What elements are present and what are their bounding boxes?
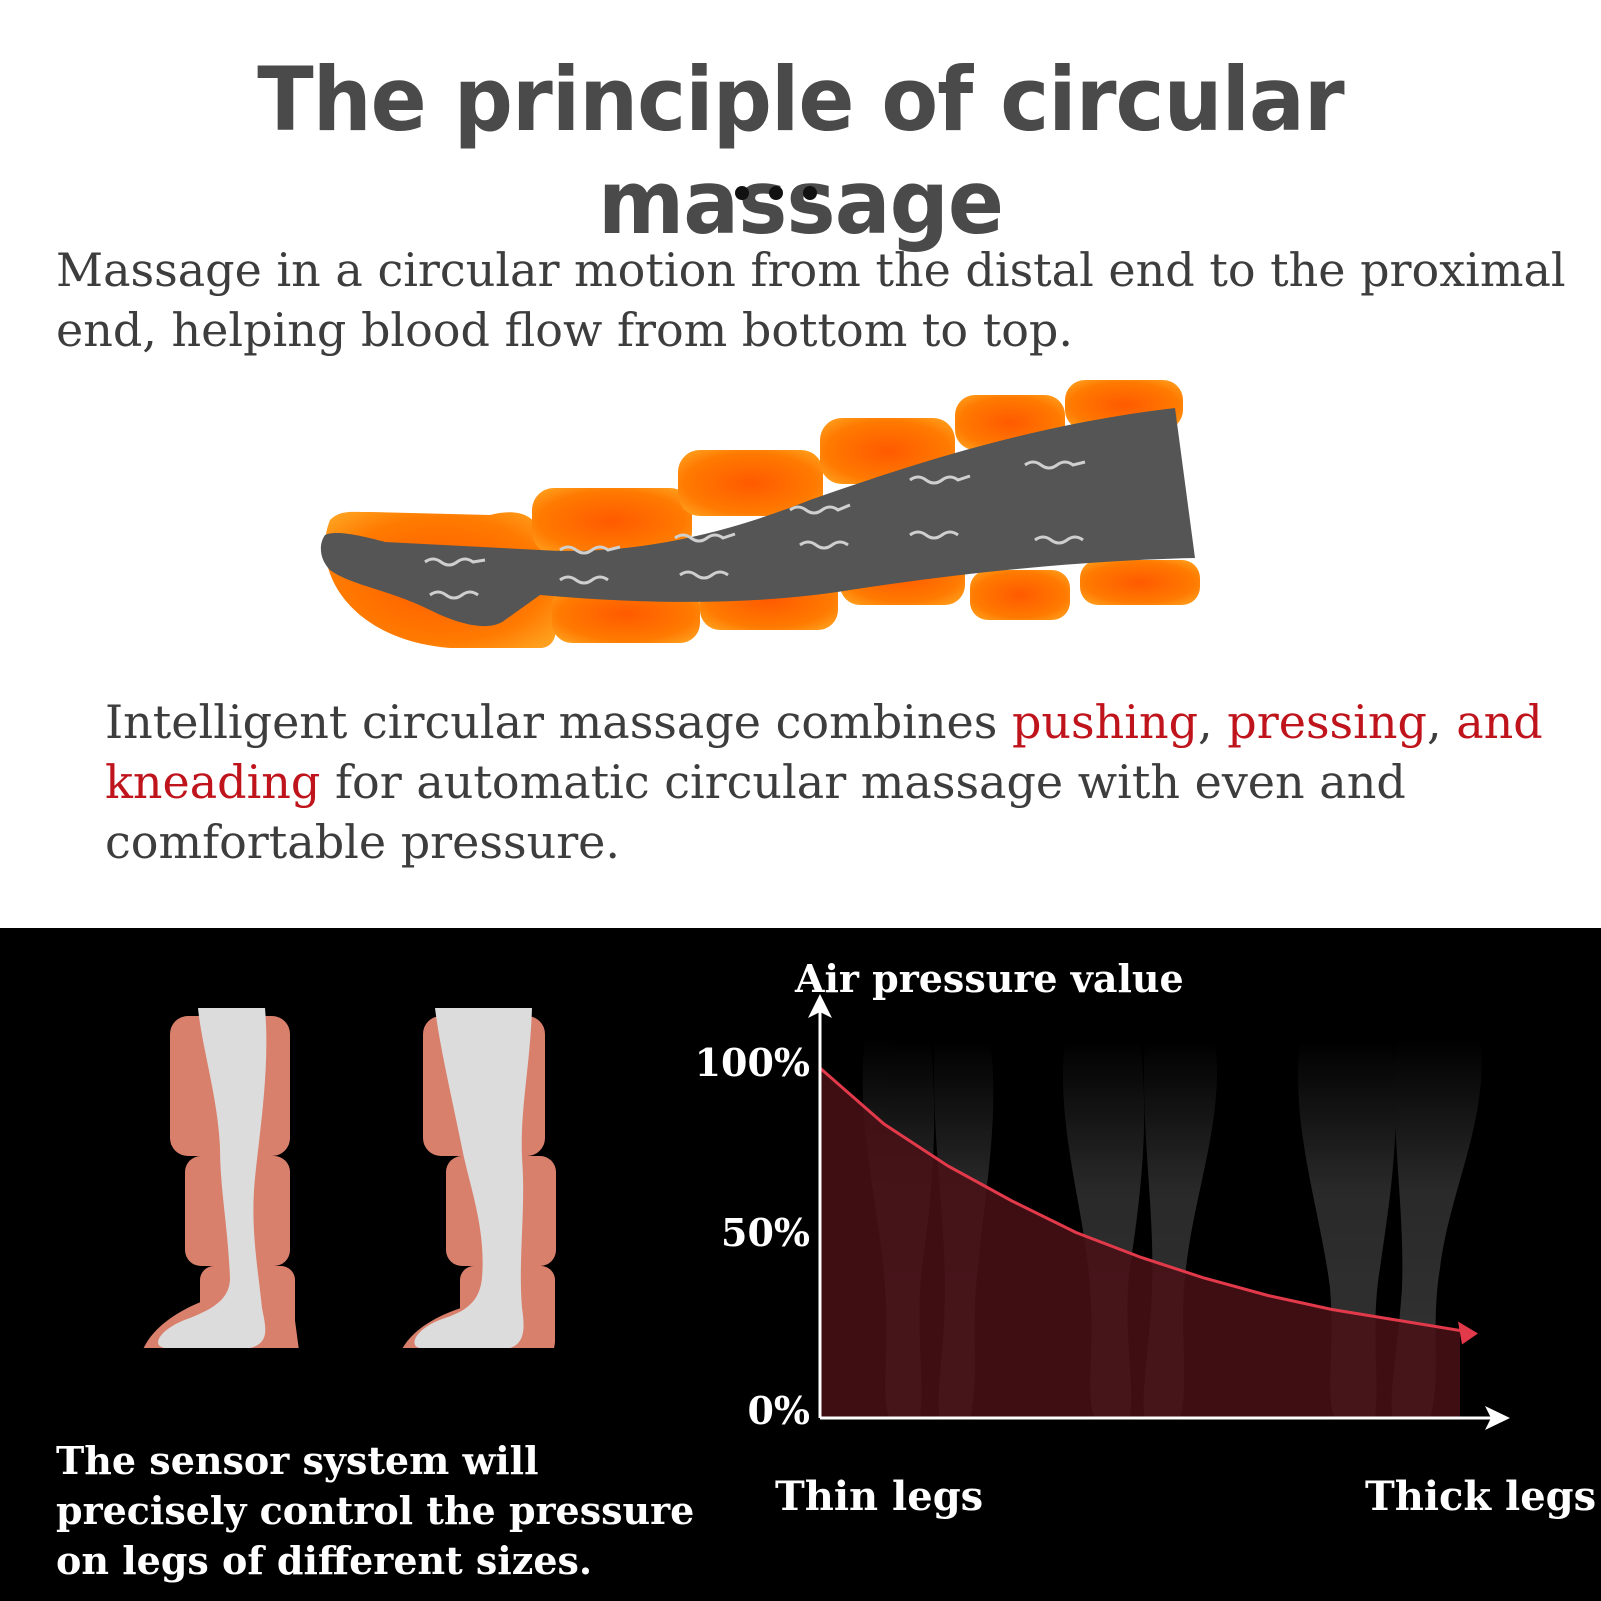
x-label-thick-legs: Thick legs xyxy=(1365,1473,1597,1520)
intro-text: Massage in a circular motion from the di… xyxy=(56,243,1566,357)
cushion-lower-4 xyxy=(970,570,1070,620)
cushion-upper-2 xyxy=(678,450,823,516)
description-text: Intelligent circular massage combines pu… xyxy=(105,692,1545,872)
y-axis-arrowhead xyxy=(808,994,832,1018)
legs-with-cushions-illustration xyxy=(143,1008,556,1348)
leg-shape xyxy=(320,408,1196,627)
x-axis-arrowhead xyxy=(1485,1406,1510,1430)
sensor-text: The sensor system will precisely control… xyxy=(56,1438,695,1583)
y-tick-50: 50% xyxy=(721,1210,810,1255)
page-title: The principle of circular massage xyxy=(257,48,1344,254)
y-axis-title: Air pressure value xyxy=(795,956,1184,1001)
curve-arrowhead xyxy=(1458,1321,1478,1345)
cushion-upper-1 xyxy=(532,488,692,554)
desc-separator: , xyxy=(1198,695,1228,749)
pressure-section: The sensor system will precisely control… xyxy=(0,928,1601,1601)
leg-massage-illustration xyxy=(320,380,1200,648)
y-tick-0: 0% xyxy=(747,1388,810,1433)
desc-highlight-kneading: and kneading xyxy=(105,695,1543,809)
desc-part2: for automatic circular massage with even… xyxy=(105,755,1406,869)
y-tick-100: 100% xyxy=(694,1040,810,1085)
desc-highlight-pressing: pressing xyxy=(1227,695,1427,749)
desc-highlight-pushing: pushing xyxy=(1011,695,1199,749)
air-pressure-chart xyxy=(808,994,1510,1430)
x-label-thin-legs: Thin legs xyxy=(775,1473,984,1520)
flow-arrows xyxy=(424,460,1086,600)
dots-divider xyxy=(735,186,855,206)
desc-part1: Intelligent circular massage combines xyxy=(105,695,1012,749)
pressure-area xyxy=(820,1068,1460,1418)
pressure-curve xyxy=(819,1066,1461,1332)
desc-separator: , xyxy=(1426,695,1457,749)
cushion-lower-5 xyxy=(1080,560,1200,605)
principle-section: The principle of circular massage Massag… xyxy=(56,48,1566,872)
